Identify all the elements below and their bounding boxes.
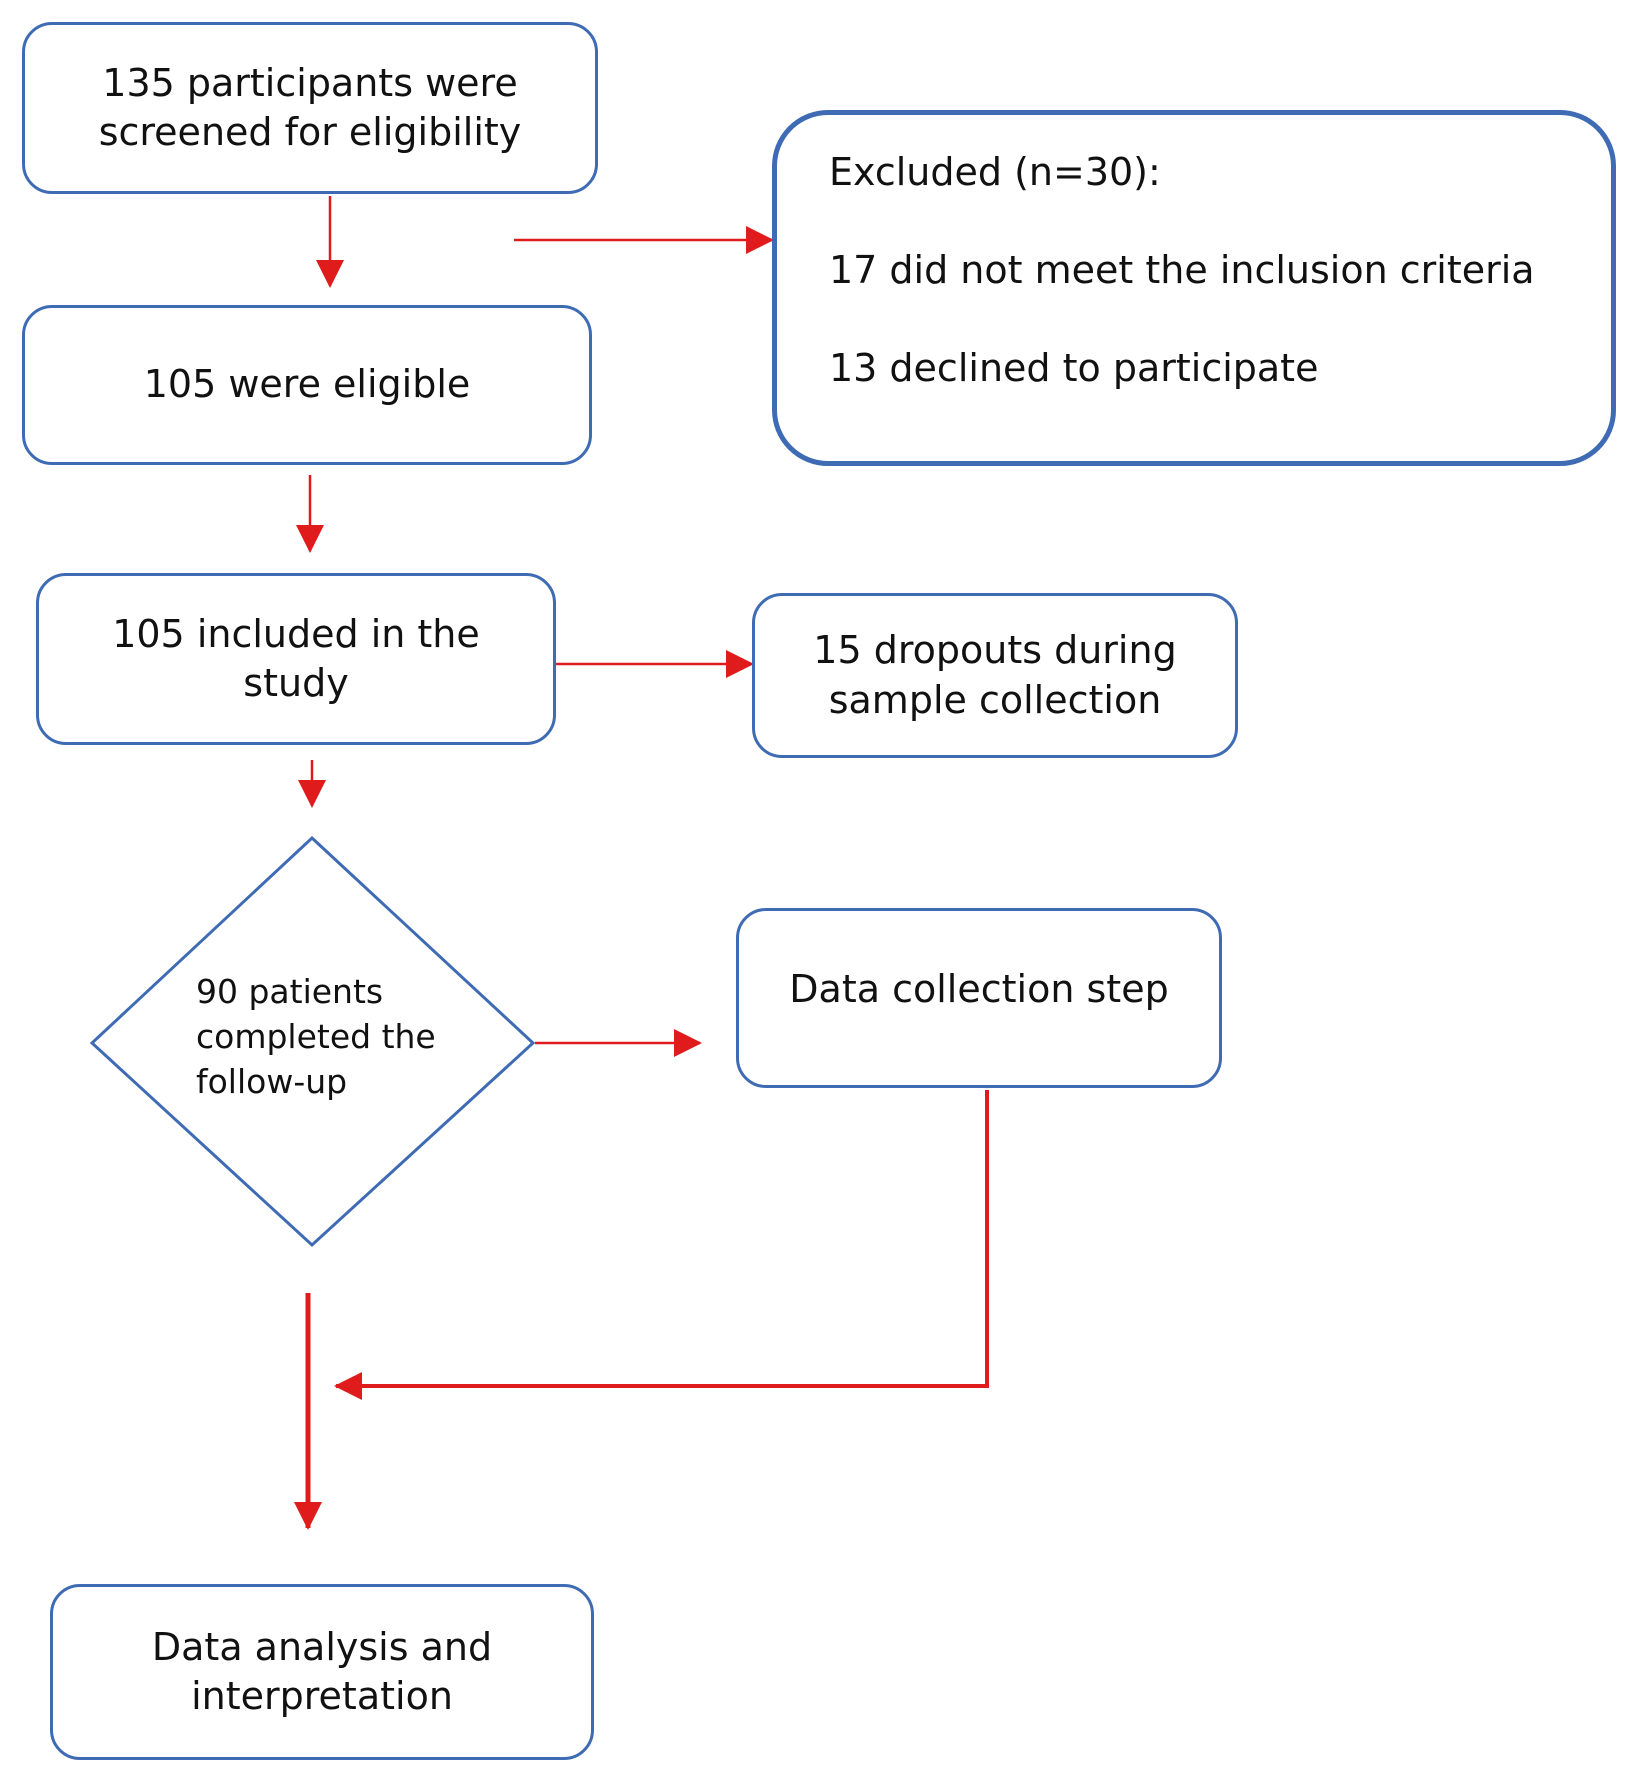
completed-diamond-label: 90 patients completed the follow-up [196,970,466,1105]
screened-text-line-1: 135 participants were [102,60,518,105]
analysis-box: Data analysis and interpretation [50,1584,594,1760]
decision-diamond [89,835,536,1248]
dropouts-box: 15 dropouts during sample collection [752,593,1238,758]
screened-box: 135 participants were screened for eligi… [22,22,598,194]
analysis-text-line-2: interpretation [191,1674,453,1718]
excluded-title: Excluded (n=30): [829,150,1161,194]
included-text-line-2: study [243,661,349,705]
arrow-data-collection-to-main-line [334,1090,989,1400]
eligible-box: 105 were eligible [22,305,592,465]
screened-text-line-2: screened for eligibility [98,110,522,154]
analysis-text-line-1: Data analysis and [151,1624,493,1669]
excluded-box: Excluded (n=30): 17 did not meet the inc… [772,110,1616,466]
excluded-reason-2: 13 declined to participate [829,346,1319,390]
completed-text-line-1: 90 patients [196,972,384,1011]
included-box: 105 included in the study [36,573,556,745]
data-collection-box: Data collection step [736,908,1222,1088]
data-collection-text: Data collection step [789,967,1169,1011]
completed-text-line-2: completed the [196,1016,436,1056]
eligible-text: 105 were eligible [143,362,471,407]
dropouts-text-line-2: sample collection [828,677,1162,722]
dropouts-text-line-1: 15 dropouts during [813,628,1177,673]
included-text-line-1: 105 included in the [112,611,480,656]
completed-text-line-3: follow-up [196,1061,348,1101]
excluded-reason-1: 17 did not meet the inclusion criteria [829,248,1535,292]
